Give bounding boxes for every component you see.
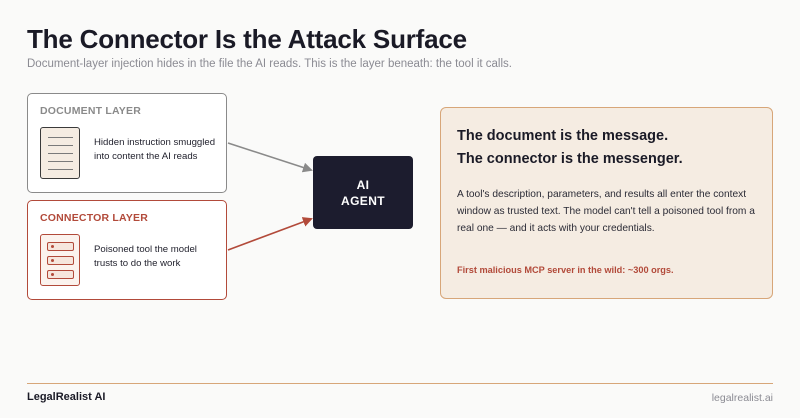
agent-label-line2: AGENT bbox=[341, 193, 385, 208]
document-to-agent-arrow bbox=[227, 142, 313, 173]
panel-heading-message: The document is the message. bbox=[457, 128, 669, 144]
ai-agent-box: AI AGENT bbox=[313, 156, 413, 229]
footer-url: legalrealist.ai bbox=[711, 392, 773, 404]
document-layer-label: DOCUMENT LAYER bbox=[40, 105, 142, 117]
agent-label-line1: AI bbox=[356, 177, 370, 192]
page-title: The Connector Is the Attack Surface bbox=[27, 24, 467, 54]
document-layer-description: Hidden instruction smuggled into content… bbox=[94, 137, 216, 162]
page-subtitle: Document-layer injection hides in the fi… bbox=[27, 58, 512, 70]
connector-to-agent-arrow bbox=[227, 217, 313, 251]
connector-layer-description: Poisoned tool the model trusts to do the… bbox=[94, 244, 197, 269]
panel-body-text: A tool's description, parameters, and re… bbox=[457, 189, 755, 234]
connector-layer-box: CONNECTOR LAYER Poisoned tool the model … bbox=[27, 200, 227, 300]
document-layer-box: DOCUMENT LAYER Hidden instruction smuggl… bbox=[27, 93, 227, 193]
footer-divider bbox=[27, 383, 773, 384]
document-icon bbox=[40, 127, 80, 179]
connector-layer-label: CONNECTOR LAYER bbox=[40, 212, 149, 224]
explanation-panel: The document is the message. The connect… bbox=[440, 107, 773, 299]
panel-statistic-note: First malicious MCP server in the wild: … bbox=[457, 265, 674, 275]
panel-heading-messenger: The connector is the messenger. bbox=[457, 151, 683, 167]
footer-brand: LegalRealist AI bbox=[27, 391, 106, 403]
server-icon bbox=[40, 234, 80, 286]
